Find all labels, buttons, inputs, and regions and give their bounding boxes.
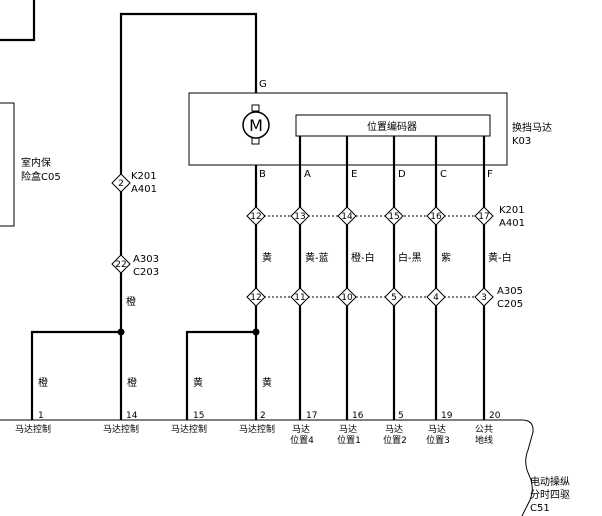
wire-color-pin-1: 橙 [38, 376, 48, 389]
control-module-name: 电动操纵 [530, 475, 570, 488]
fuse-box-label: 室内保 [21, 156, 51, 169]
connector-left-a303: 22 [111, 254, 131, 274]
wire-color-pin-2: 黄 [262, 376, 272, 389]
terminal-label-1: 马达控制 [15, 423, 51, 435]
connector-left-k201: 2 [111, 173, 131, 193]
wire-color-d: 白-黑 [398, 251, 422, 264]
wire-g-to-pin-14 [119, 12, 258, 420]
terminal-pin-17: 17 [306, 411, 317, 421]
motor-pin-f: F [487, 169, 493, 180]
terminal-pin-14: 14 [126, 411, 138, 421]
motor-symbol [242, 111, 270, 139]
motor-terminal-bottom [251, 137, 260, 145]
terminal-label-2: 马达控制 [239, 423, 275, 435]
svg-text:13: 13 [294, 212, 305, 222]
terminal-label-5: 马达 [385, 423, 403, 435]
wire-color-a: 黄-蓝 [305, 251, 329, 264]
terminal-pin-19: 19 [441, 411, 453, 421]
connector-upper-13: 13 [290, 206, 310, 226]
svg-text:12: 12 [250, 293, 261, 303]
wire-splice-to-pin-1 [30, 330, 121, 420]
connector-left-a303-code: A303 [133, 254, 159, 265]
terminal-pin-5: 5 [398, 411, 404, 421]
motor-name: 换挡马达 [512, 121, 552, 134]
motor-pin-e: E [351, 169, 357, 180]
terminal-label-15: 马达控制 [171, 423, 207, 435]
terminal-label-14: 马达控制 [103, 423, 139, 435]
motor-pin-a: A [304, 169, 311, 180]
connector-upper-16: 16 [426, 206, 446, 226]
terminal-label-17: 马达 [292, 423, 310, 435]
terminal-label-16: 马达 [339, 423, 357, 435]
motor-code: K03 [512, 136, 531, 147]
connector-lower-10: 10 [337, 287, 357, 307]
wire-color-pin-15: 黄 [193, 376, 203, 389]
wire-splice-to-pin-15 [185, 330, 256, 420]
terminal-label-20-line2: 地线 [475, 434, 493, 446]
connector-lower-12: 12 [246, 287, 266, 307]
terminal-pin-20: 20 [489, 411, 501, 421]
connector-left-k201-code: K201 [131, 171, 157, 182]
connector-left-a401-code: A401 [131, 184, 157, 195]
fuse-box-outline [0, 102, 15, 227]
terminal-pin-1: 1 [38, 411, 44, 421]
terminal-label-19: 马达 [428, 423, 446, 435]
svg-text:5: 5 [391, 293, 397, 303]
connector-lower-3: 3 [474, 287, 494, 307]
upper-left-component-outline [0, 0, 36, 42]
splice-point-left [117, 328, 125, 336]
wire-color-f: 黄-白 [488, 251, 512, 264]
connector-upper-12: 12 [246, 206, 266, 226]
svg-text:11: 11 [294, 293, 305, 303]
connector-lower-4: 4 [426, 287, 446, 307]
terminal-label-17-line2: 位置4 [290, 434, 314, 446]
splice-point-right [252, 328, 260, 336]
connector-left-c203-code: C203 [133, 267, 159, 278]
terminal-label-16-line2: 位置1 [337, 434, 361, 446]
motor-pin-b: B [259, 169, 266, 180]
motor-pin-d: D [398, 169, 406, 180]
position-encoder-label: 位置编码器 [367, 120, 417, 133]
wire-color-b: 黄 [262, 251, 272, 264]
connector-upper-17: 17 [474, 206, 494, 226]
svg-text:22: 22 [115, 260, 126, 270]
svg-text:15: 15 [388, 212, 399, 222]
connector-lower-a305-code: A305 [497, 286, 523, 297]
terminal-label-20: 公共 [475, 424, 493, 435]
motor-symbol-letter: M [249, 116, 263, 135]
control-module-code: C51 [530, 503, 550, 514]
svg-text:3: 3 [481, 293, 487, 303]
terminal-pin-2: 2 [260, 411, 266, 421]
svg-text:2: 2 [118, 179, 124, 189]
terminal-pin-15: 15 [193, 411, 204, 421]
svg-text:17: 17 [478, 212, 489, 222]
connector-lower-c205-code: C205 [497, 299, 523, 310]
connector-upper-15: 15 [384, 206, 404, 226]
svg-text:14: 14 [341, 212, 353, 222]
fuse-box-label-line2: 险盒C05 [21, 170, 61, 183]
connector-lower-5: 5 [384, 287, 404, 307]
svg-text:12: 12 [250, 212, 261, 222]
control-module-outline [0, 419, 534, 516]
svg-text:4: 4 [433, 293, 439, 303]
control-module-name-line2: 分时四驱 [530, 489, 570, 501]
terminal-label-19-line2: 位置3 [426, 434, 450, 446]
terminal-pin-16: 16 [352, 411, 364, 421]
wire-color-e: 橙-白 [351, 251, 375, 264]
connector-upper-14: 14 [337, 206, 357, 226]
motor-terminal-top [251, 104, 260, 112]
svg-text:10: 10 [341, 293, 353, 303]
wire-color-left: 橙 [126, 295, 136, 308]
motor-pin-g: G [259, 79, 267, 90]
wire-color-pin-14: 橙 [127, 376, 137, 389]
svg-text:16: 16 [430, 212, 442, 222]
terminal-label-5-line2: 位置2 [383, 434, 407, 446]
connector-lower-11: 11 [290, 287, 310, 307]
motor-pin-c: C [440, 169, 447, 180]
wire-color-c: 紫 [441, 252, 451, 264]
connector-upper-k201-code: K201 [499, 205, 525, 216]
connector-upper-a401-code: A401 [499, 218, 525, 229]
